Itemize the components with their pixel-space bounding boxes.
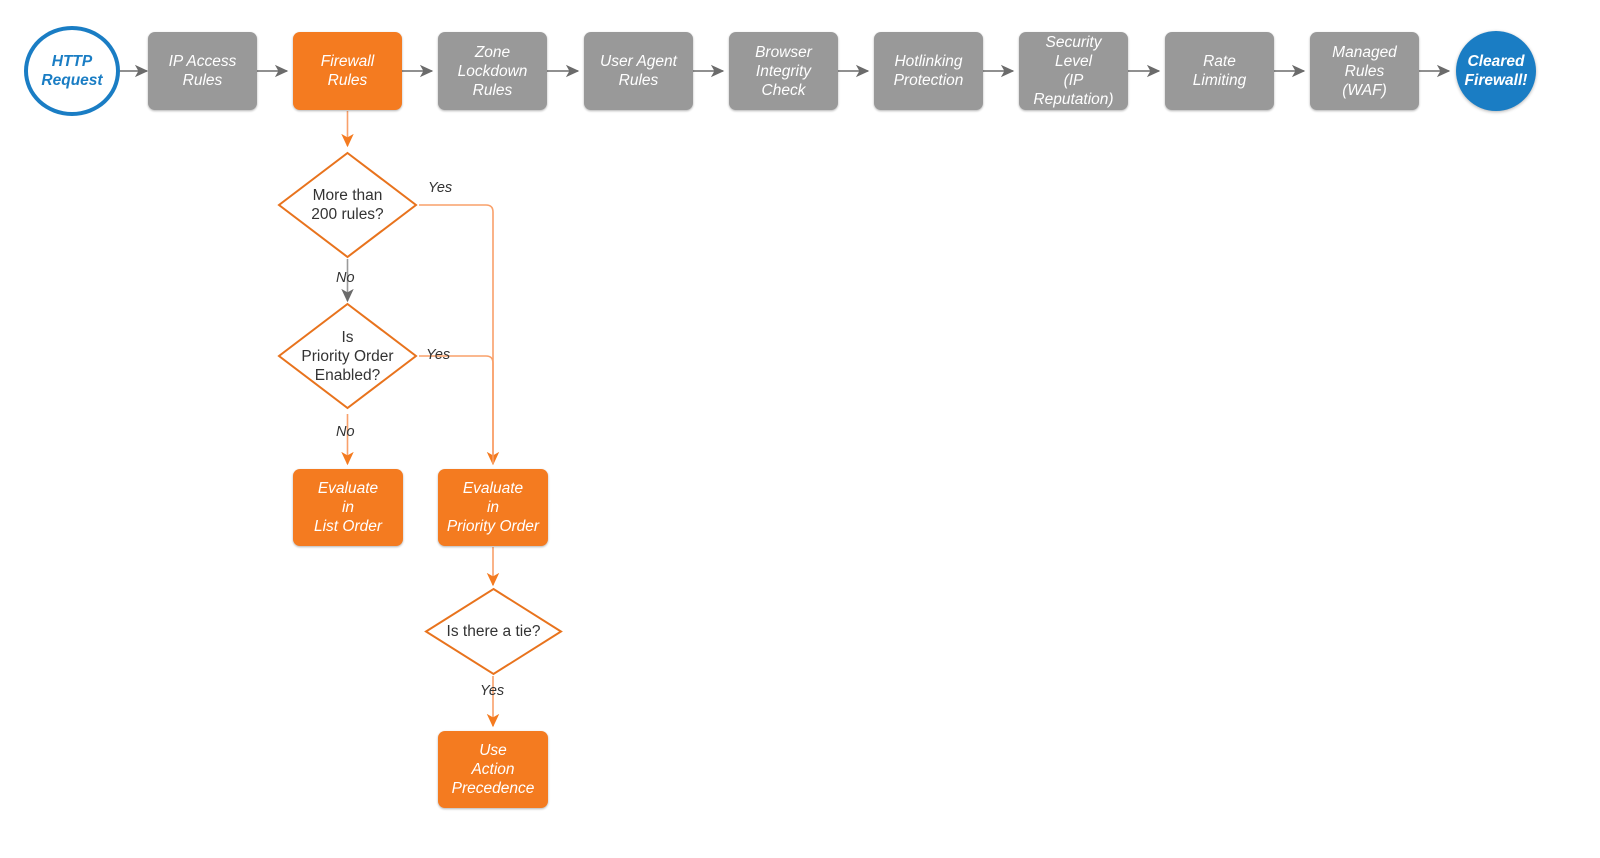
node-rate-limiting[interactable]: Rate Limiting [1165, 32, 1274, 110]
node-ip-access-rules[interactable]: IP Access Rules [148, 32, 257, 110]
node-label: Is there a tie? [446, 623, 541, 640]
node-label: Zone Lockdown Rules [457, 43, 528, 99]
node-use-action-precedence[interactable]: Use Action Precedence [438, 731, 548, 808]
node-user-agent-rules[interactable]: User Agent Rules [584, 32, 693, 110]
node-label: Browser Integrity Check [755, 43, 812, 99]
node-label: User Agent Rules [600, 53, 677, 89]
node-label: Evaluate in List Order [313, 480, 383, 535]
node-label: Is Priority Order Enabled? [301, 328, 394, 384]
node-managed-rules-waf[interactable]: Managed Rules (WAF) [1310, 32, 1419, 110]
edge-label-more-rules-yes: Yes [428, 180, 453, 196]
diamond-shape [424, 587, 563, 676]
diamond-shape [277, 151, 418, 259]
node-label: More than 200 rules? [311, 187, 384, 223]
node-http-request[interactable]: HTTP Request [24, 26, 120, 116]
edge-label-tie-yes: Yes [480, 683, 505, 699]
node-label: IP Access Rules [168, 53, 237, 89]
node-label: Evaluate in Priority Order [446, 480, 540, 535]
node-label: Rate Limiting [1192, 53, 1247, 89]
node-label: Use Action Precedence [451, 742, 535, 797]
node-cleared-firewall[interactable]: Cleared Firewall! [1456, 31, 1536, 111]
node-zone-lockdown-rules[interactable]: Zone Lockdown Rules [438, 32, 547, 110]
node-is-priority-order-enabled[interactable]: Is Priority Order Enabled? [277, 302, 418, 410]
node-security-level[interactable]: Security Level (IP Reputation) [1019, 32, 1128, 110]
node-more-than-200-rules[interactable]: More than 200 rules? [277, 151, 418, 259]
node-evaluate-in-priority-order[interactable]: Evaluate in Priority Order [438, 469, 548, 546]
node-firewall-rules[interactable]: Firewall Rules [293, 32, 402, 110]
node-label: HTTP Request [41, 53, 103, 89]
node-label: Firewall Rules [320, 53, 375, 89]
node-label: Hotlinking Protection [893, 53, 964, 89]
edge-label-priority-order-no: No [336, 424, 355, 440]
node-browser-integrity-check[interactable]: Browser Integrity Check [729, 32, 838, 110]
edge-label-priority-order-yes: Yes [426, 347, 451, 363]
node-label: Cleared Firewall! [1464, 53, 1528, 89]
diamond-shape [277, 302, 418, 410]
node-evaluate-in-list-order[interactable]: Evaluate in List Order [293, 469, 403, 546]
edge-label-more-rules-no: No [336, 270, 355, 286]
node-is-there-a-tie[interactable]: Is there a tie? [424, 587, 563, 676]
node-label: Managed Rules (WAF) [1332, 43, 1397, 99]
node-label: Security Level (IP Reputation) [1033, 34, 1114, 108]
node-hotlinking-protection[interactable]: Hotlinking Protection [874, 32, 983, 110]
